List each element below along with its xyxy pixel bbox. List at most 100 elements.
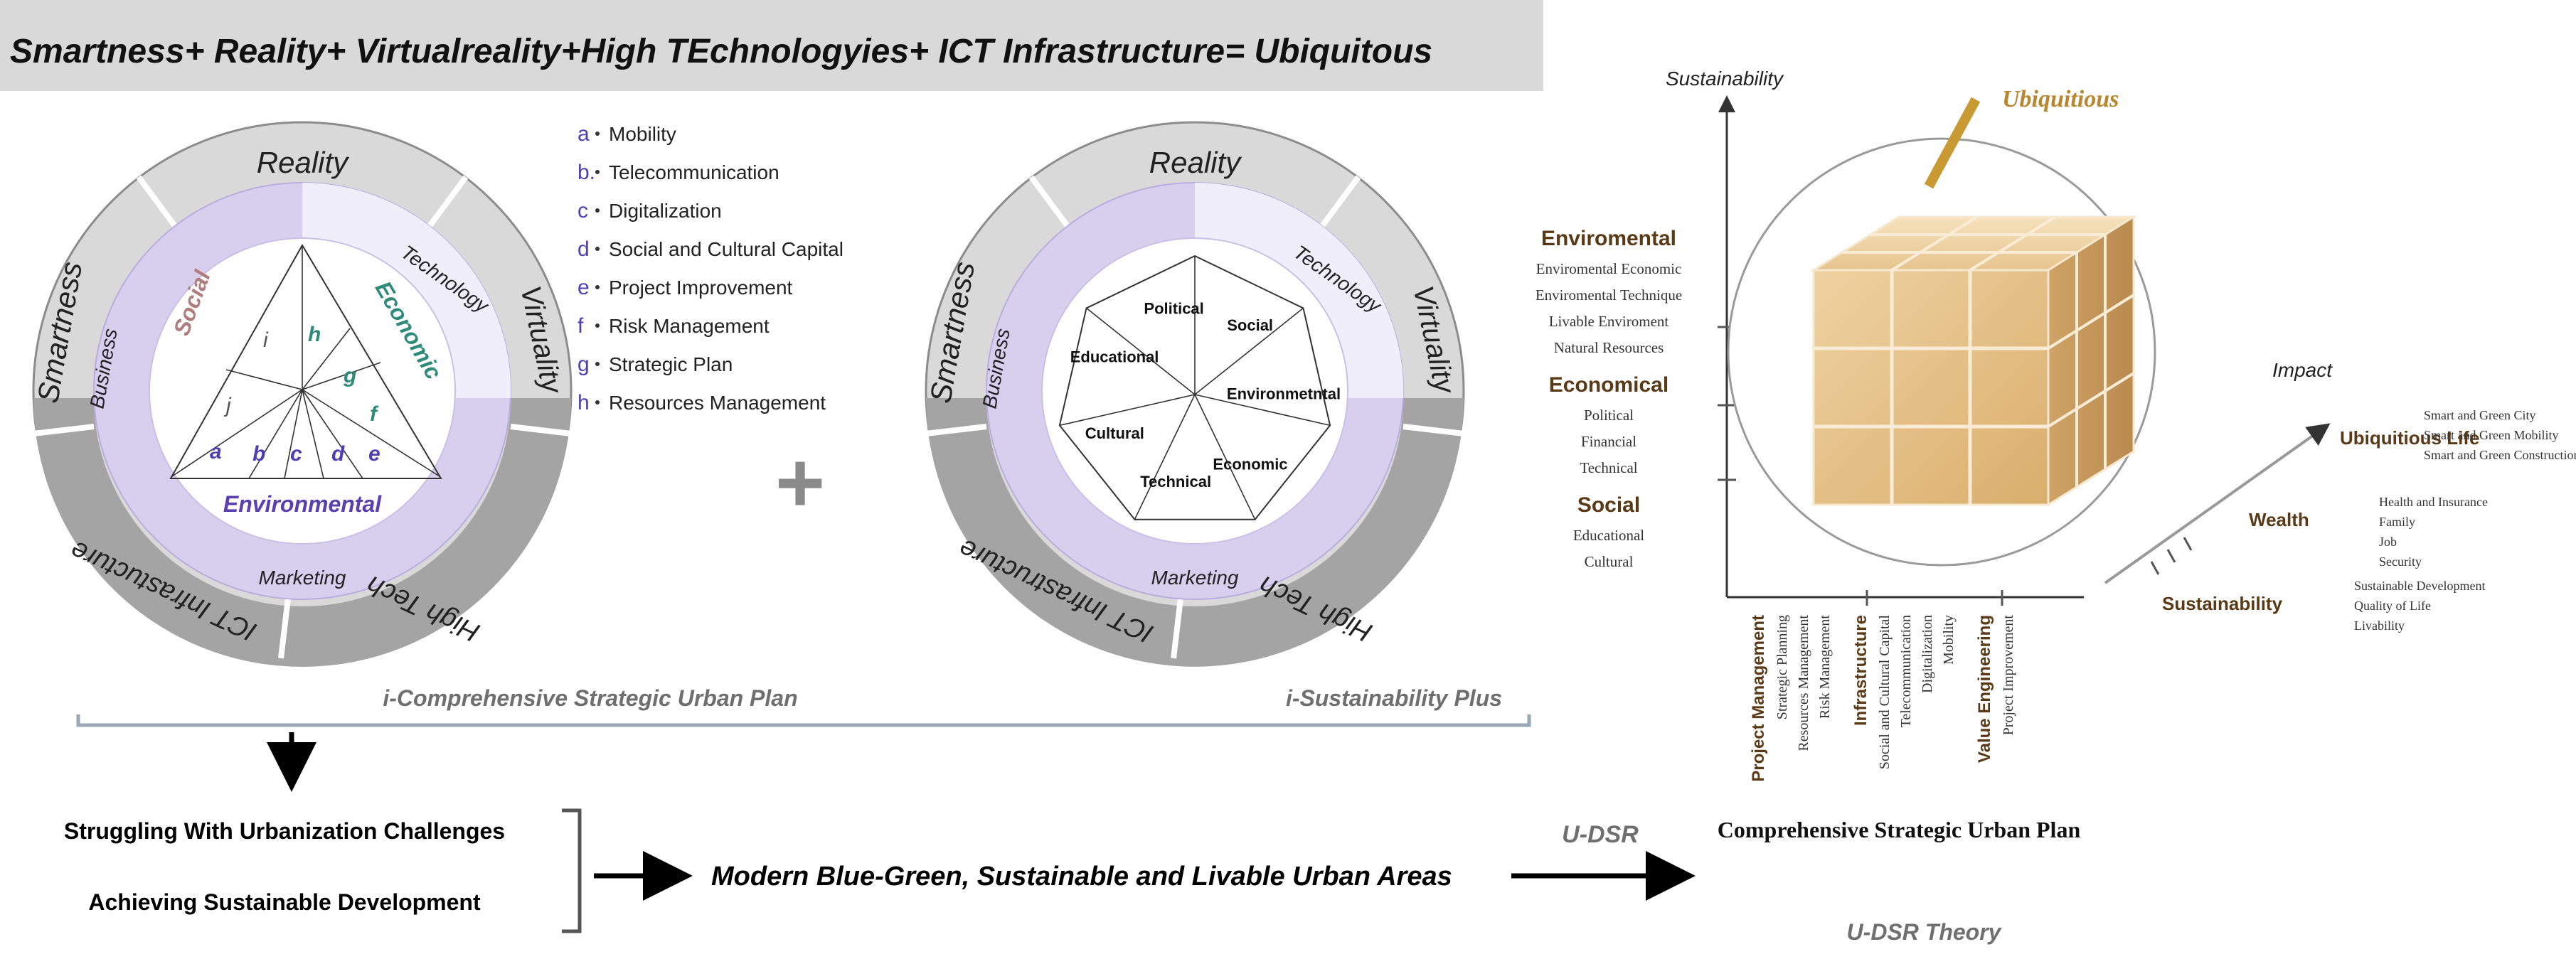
legend-label: Mobility — [609, 123, 676, 145]
left-group-item: Political — [1584, 407, 1634, 424]
letter-h: h — [308, 323, 321, 346]
legend-key: b. — [578, 161, 595, 184]
right-group-item: Smart and Green Construction — [2424, 448, 2576, 462]
left-group-item: Natural Resources — [1554, 339, 1664, 356]
legend-bullet — [595, 170, 600, 174]
letter-d: d — [331, 442, 345, 466]
legend-label: Social and Cultural Capital — [609, 238, 843, 260]
heptagon-spoke — [1194, 394, 1256, 520]
left-group-item: Enviromental Technique — [1536, 286, 1682, 304]
legend-key: d — [578, 237, 590, 261]
heptagon-segment-label: Environmetntal — [1227, 385, 1341, 403]
challenge-2-text: Achieving Sustainable Development — [88, 889, 481, 915]
legend-label: Telecommunication — [609, 161, 779, 183]
banner-title: Smartness+ Reality+ Virtualreality+High … — [10, 33, 1432, 70]
legend-key: g — [578, 353, 590, 376]
letter-i: i — [263, 328, 269, 352]
legend-label: Strategic Plan — [609, 353, 733, 375]
legend-bullet — [595, 132, 600, 136]
challenge-1-text: Struggling With Urbanization Challenges — [64, 818, 505, 844]
heptagon-spoke — [1194, 394, 1331, 427]
right-group-item: Quality of Life — [2354, 599, 2431, 613]
right-ring-divider — [1319, 175, 1361, 228]
right-ring-divider — [1403, 424, 1464, 436]
letter-a: a — [210, 440, 222, 464]
right-group-heading: Ubiquitious Life — [2340, 427, 2479, 449]
left-group-item: Educational — [1573, 527, 1644, 544]
right-group-heading: Sustainability — [2162, 593, 2283, 614]
banner-background — [0, 0, 1543, 91]
heptagon-segment-label: Cultural — [1085, 424, 1144, 442]
right-ring-divider — [1028, 175, 1070, 228]
heptagon-segment-label: Technical — [1140, 473, 1211, 491]
right-group-item: Family — [2379, 515, 2415, 529]
bottom-group-item: Digitalization — [1920, 615, 1935, 693]
left-plan-label: i-Comprehensive Strategic Urban Plan — [383, 685, 797, 711]
sustainability-axis-label: Sustainability — [1666, 68, 1784, 90]
ubiquitous-cube — [1809, 215, 2138, 507]
left-group-heading: Social — [1577, 493, 1640, 517]
heptagon-segment-label: Economic — [1213, 456, 1287, 473]
legend-key: f — [578, 314, 584, 338]
left-group-heading: Economical — [1549, 373, 1668, 397]
plus-sign: + — [775, 435, 825, 530]
right-wheel-reality-label: Reality — [1149, 146, 1242, 179]
right-group-item: Smart and Green City — [2424, 408, 2535, 422]
bottom-group-item: Mobility — [1941, 615, 1957, 665]
left-group-item: Livable Enviroment — [1549, 313, 1669, 330]
bottom-group-item: Social and Cultural Capital — [1877, 615, 1893, 770]
left-group-item: Financial — [1581, 433, 1636, 450]
cube-front-face — [1812, 269, 2050, 506]
right-heptagon-labels: PoliticalSocialEnvironmetntalEconomicTec… — [1070, 300, 1341, 491]
left-group-item: Enviromental Economic — [1536, 260, 1682, 277]
impact-axis — [2104, 423, 2331, 584]
bottom-group-heading: Value Engineering — [1975, 615, 1994, 763]
left-wheel: Reality Smartness Virtuality ICT Infrast… — [31, 121, 573, 667]
bottom-group-item: Project Improvement — [2001, 615, 2016, 736]
right-wheel-technology-band — [1195, 182, 1404, 398]
right-group-item: Security — [2379, 554, 2422, 569]
bottom-group-item: Resources Management — [1796, 615, 1811, 751]
right-group-heading: Wealth — [2249, 509, 2309, 530]
right-ring-divider — [1171, 598, 1183, 659]
letter-g: g — [343, 364, 356, 387]
heptagon-spoke — [1194, 307, 1304, 395]
legend-bullet — [595, 208, 600, 213]
cube-grid-line — [2047, 294, 2135, 350]
right-wheel-lower-ring — [926, 398, 1464, 667]
legend-bullet — [595, 323, 600, 328]
left-wheel-reality-label: Reality — [257, 146, 350, 179]
left-triangle — [169, 244, 442, 479]
cube-grid-line — [2047, 372, 2135, 428]
legend-bullet — [595, 285, 600, 289]
challenge-bracket — [562, 808, 582, 933]
right-group-item: Livability — [2354, 618, 2405, 633]
left-wheel-marketing-label: Marketing — [259, 567, 346, 589]
legend-label: Risk Management — [609, 315, 770, 337]
heptagon-spoke — [1086, 307, 1196, 395]
bottom-group-item: Strategic Planning — [1774, 615, 1790, 719]
left-group-heading: Enviromental — [1541, 227, 1676, 250]
legend-key: c — [578, 199, 588, 223]
letter-c: c — [290, 442, 302, 466]
left-wheel-lower-ring — [33, 398, 571, 667]
heptagon-segment-label: Social — [1227, 316, 1273, 334]
cube-rod — [1924, 97, 1981, 189]
left-ring-divider — [136, 175, 178, 228]
right-ring-divider — [925, 424, 987, 436]
right-heptagon-spokes — [1059, 256, 1331, 520]
letter-f: f — [370, 402, 379, 426]
letter-e: e — [368, 442, 380, 466]
cube-grid-line — [1890, 215, 1979, 272]
right-group-item: Smart and Green Mobility — [2424, 428, 2558, 442]
legend-key: h — [578, 391, 590, 414]
right-group-item: Sustainable Development — [2354, 579, 2485, 593]
bottom-group-item: Risk Management — [1817, 615, 1833, 719]
udsr-diagram: Sustainability Impact Ubiquitious Enviro… — [1536, 68, 2576, 945]
heptagon-spoke — [1059, 394, 1196, 427]
right-group-item: Health and Insurance — [2379, 495, 2488, 509]
letter-b: b — [252, 442, 265, 466]
legend-bullet — [595, 400, 600, 405]
